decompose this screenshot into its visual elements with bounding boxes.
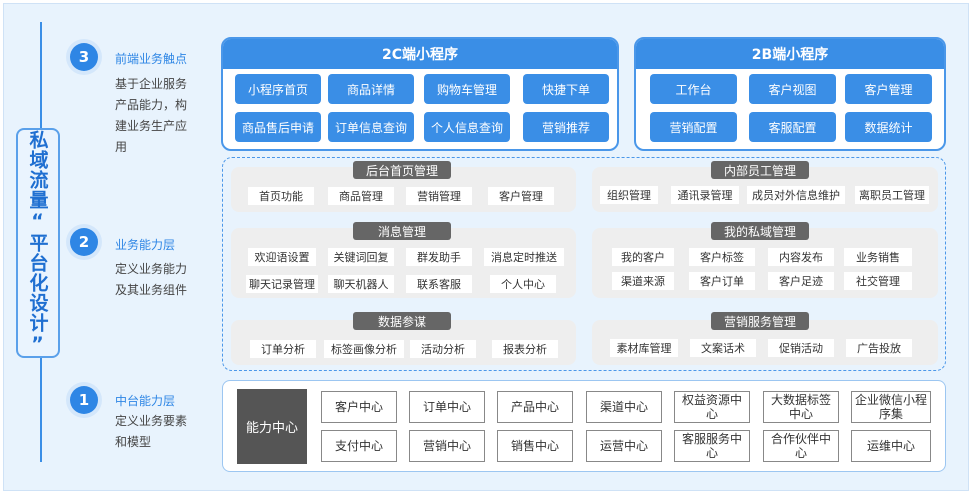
group-backend-home-title: 后台首页管理 <box>353 161 451 179</box>
group-item: 群发助手 <box>406 248 472 266</box>
core-center: 客服服务中心 <box>674 430 750 462</box>
core-center: 支付中心 <box>321 430 397 462</box>
b2-item: 客户管理 <box>845 74 932 104</box>
level-1-description: 定义业务要素和模型 <box>115 414 188 449</box>
level-3-number: 3 <box>70 43 98 71</box>
group-item: 欢迎语设置 <box>248 248 316 266</box>
core-center: 权益资源中心 <box>674 391 750 423</box>
core-center: 合作伙伴中心 <box>763 430 839 462</box>
c2-item: 营销推荐 <box>523 112 609 142</box>
core-center: 销售中心 <box>497 430 573 462</box>
group-staff-title: 内部员工管理 <box>711 161 809 179</box>
group-item: 成员对外信息维护 <box>747 186 845 204</box>
c2-item: 购物车管理 <box>424 74 510 104</box>
group-item: 广告投放 <box>846 339 912 357</box>
group-item: 业务销售 <box>844 248 912 266</box>
group-item: 活动分析 <box>410 340 476 358</box>
business-capability-layer <box>222 157 946 371</box>
group-marketing-service-title: 营销服务管理 <box>711 312 809 330</box>
core-center: 订单中心 <box>409 391 485 423</box>
c2-item: 订单信息查询 <box>328 112 414 142</box>
c2-item: 小程序首页 <box>235 74 321 104</box>
b2-item: 客户视图 <box>749 74 836 104</box>
core-center: 运营中心 <box>586 430 662 462</box>
group-item: 商品管理 <box>328 187 394 205</box>
level-1-number: 1 <box>70 386 98 414</box>
group-item: 首页功能 <box>248 187 314 205</box>
b2-panel-title: 2B端小程序 <box>636 39 944 69</box>
c2-panel-title: 2C端小程序 <box>223 39 617 69</box>
group-item: 渠道来源 <box>612 272 674 290</box>
group-item: 客户标签 <box>689 248 755 266</box>
group-item: 联系客服 <box>406 275 472 293</box>
core-center: 产品中心 <box>497 391 573 423</box>
core-center: 企业微信小程序集 <box>851 391 931 423</box>
group-item: 我的客户 <box>612 248 674 266</box>
group-item: 素材库管理 <box>610 339 678 357</box>
level-2-title: 业务能力层 <box>115 238 176 252</box>
core-center: 运维中心 <box>851 430 931 462</box>
level-1-title: 中台能力层 <box>115 394 176 408</box>
group-item: 组织管理 <box>600 186 658 204</box>
core-center: 渠道中心 <box>586 391 662 423</box>
level-2-number: 2 <box>70 228 98 256</box>
group-item: 通讯录管理 <box>671 186 739 204</box>
core-center: 大数据标签中心 <box>763 391 839 423</box>
b2-item: 客服配置 <box>749 112 836 142</box>
group-item: 订单分析 <box>250 340 316 358</box>
group-item: 聊天记录管理 <box>246 275 318 293</box>
capability-center-label: 能力中心 <box>237 389 307 464</box>
group-item: 关键词回复 <box>328 248 394 266</box>
group-item: 个人中心 <box>490 275 556 293</box>
b2-item: 工作台 <box>650 74 737 104</box>
group-item: 内容发布 <box>768 248 834 266</box>
b2-item: 营销配置 <box>650 112 737 142</box>
b2-item: 数据统计 <box>845 112 932 142</box>
group-item: 消息定时推送 <box>484 248 564 266</box>
group-private-domain-title: 我的私域管理 <box>711 222 809 240</box>
c2-item: 快捷下单 <box>523 74 609 104</box>
c2-item: 个人信息查询 <box>424 112 510 142</box>
group-item: 离职员工管理 <box>855 186 929 204</box>
group-item: 聊天机器人 <box>328 275 394 293</box>
group-item: 客户足迹 <box>768 272 834 290</box>
group-item: 营销管理 <box>406 187 472 205</box>
core-center: 营销中心 <box>409 430 485 462</box>
group-item: 客户订单 <box>689 272 755 290</box>
c2-item: 商品售后申请 <box>235 112 321 142</box>
group-message-title: 消息管理 <box>353 222 451 240</box>
level-2-description: 定义业务能力及其业务组件 <box>115 262 188 297</box>
group-item: 标签画像分析 <box>324 340 404 358</box>
side-title: 私域流量“平台化设计” <box>16 128 60 358</box>
group-item: 报表分析 <box>492 340 558 358</box>
group-data-advisor-title: 数据参谋 <box>353 312 451 330</box>
core-center: 客户中心 <box>321 391 397 423</box>
group-item: 客户管理 <box>488 187 554 205</box>
level-3-title: 前端业务触点 <box>115 52 188 66</box>
group-item: 促销活动 <box>768 339 834 357</box>
group-item: 文案话术 <box>690 339 756 357</box>
group-item: 社交管理 <box>844 272 912 290</box>
c2-item: 商品详情 <box>328 74 414 104</box>
level-3-description: 基于企业服务产品能力，构 建业务生产应用 <box>115 77 188 154</box>
